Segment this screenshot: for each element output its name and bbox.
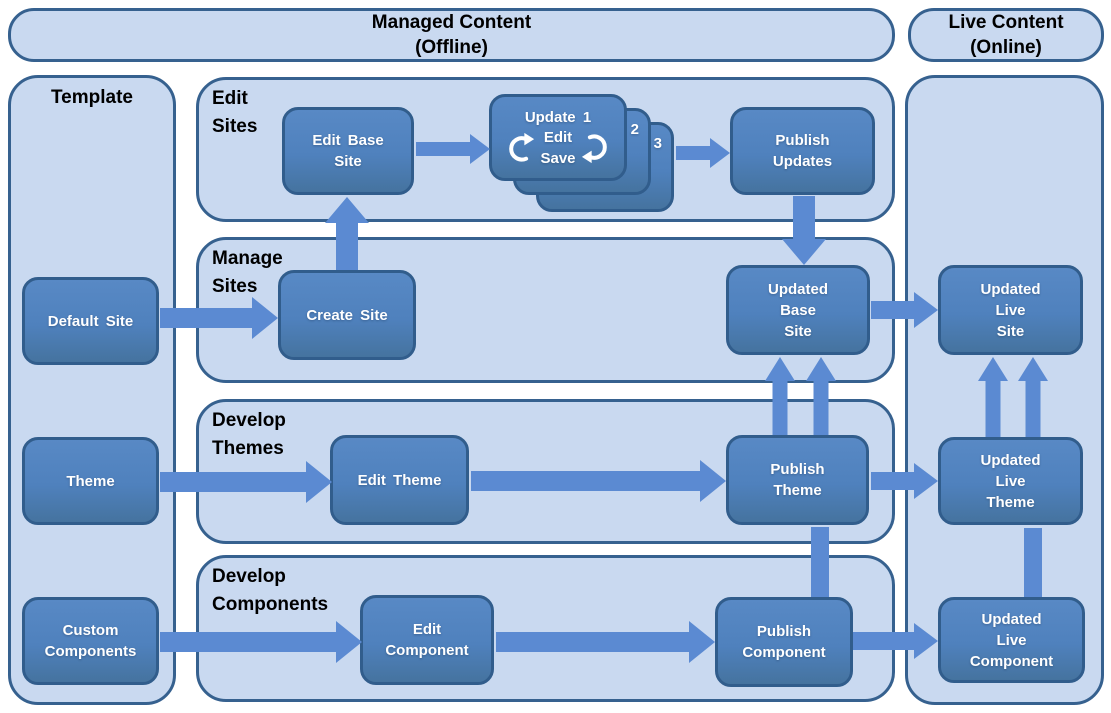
node-update-card-1: Update 1 Edit Save <box>489 94 627 181</box>
arrow-edit-theme-to-publish-theme <box>471 460 726 502</box>
arrow-updated-base-site-to-updated-live-site <box>871 292 938 328</box>
update-card-3-number: 3 <box>653 135 662 152</box>
update-card-edit: Edit <box>543 128 573 146</box>
connector-publish-component-to-publish-theme <box>811 527 829 597</box>
arrow-update-stack-to-publish-updates <box>676 138 730 168</box>
arrow-publish-theme-to-updated-live-theme <box>871 463 938 499</box>
label-template: Template <box>50 87 133 108</box>
arrow-theme-to-edit-theme <box>160 461 332 503</box>
arrow-publish-theme-to-updated-base-site-2 <box>806 357 836 435</box>
header-managed-line1: Managed Content <box>371 12 532 33</box>
header-managed-line2: (Offline) <box>415 37 488 58</box>
label-develop-themes: Develop Themes <box>212 410 286 459</box>
node-updated-live-site: Updated Live Site <box>938 265 1083 355</box>
node-publish-theme: Publish Theme <box>726 435 869 525</box>
node-edit-component: Edit Component <box>360 595 494 685</box>
node-publish-updates: Publish Updates <box>730 107 875 195</box>
arrow-edit-component-to-publish-component <box>496 621 715 663</box>
node-default-site: Default Site <box>22 277 159 365</box>
cycle-right-icon <box>581 133 607 163</box>
node-edit-base-site: Edit Base Site <box>282 107 414 195</box>
header-live-line1: Live Content <box>948 12 1064 33</box>
node-edit-theme: Edit Theme <box>330 435 469 525</box>
header-live-line2: (Online) <box>970 37 1042 58</box>
arrow-publish-updates-to-updated-base-site <box>782 196 826 265</box>
arrow-default-site-to-create-site <box>160 297 278 339</box>
edit-save-cycle: Edit Save <box>503 127 612 169</box>
node-create-site: Create Site <box>278 270 416 360</box>
update-card-2-number: 2 <box>630 121 639 138</box>
header-managed-content: Managed Content (Offline) <box>8 8 895 62</box>
arrow-publish-theme-to-updated-base-site-1 <box>765 357 795 435</box>
connector-updated-live-component-to-updated-live-theme <box>1024 528 1042 597</box>
arrow-publish-component-to-updated-live-component <box>853 623 938 659</box>
arrow-create-site-to-edit-base-site <box>325 197 369 270</box>
node-custom-components: Custom Components <box>22 597 159 685</box>
node-publish-component: Publish Component <box>715 597 853 687</box>
label-develop-components: Develop Components <box>212 566 329 615</box>
node-updated-live-theme: Updated Live Theme <box>938 437 1083 525</box>
node-theme: Theme <box>22 437 159 525</box>
node-updated-base-site: Updated Base Site <box>726 265 870 355</box>
label-manage-sites: Manage Sites <box>212 248 283 297</box>
update-card-title: Update 1 <box>524 108 592 126</box>
arrow-edit-base-site-to-update-stack <box>416 134 490 164</box>
header-live-content: Live Content (Online) <box>908 8 1104 62</box>
label-edit-sites: Edit Sites <box>212 88 258 137</box>
arrow-updated-live-theme-to-updated-live-site-1 <box>978 357 1008 437</box>
update-card-save: Save <box>540 149 576 167</box>
arrow-custom-components-to-edit-component <box>160 621 362 663</box>
node-updated-live-component: Updated Live Component <box>938 597 1085 683</box>
arrow-updated-live-theme-to-updated-live-site-2 <box>1018 357 1048 437</box>
cycle-left-icon <box>509 132 535 162</box>
